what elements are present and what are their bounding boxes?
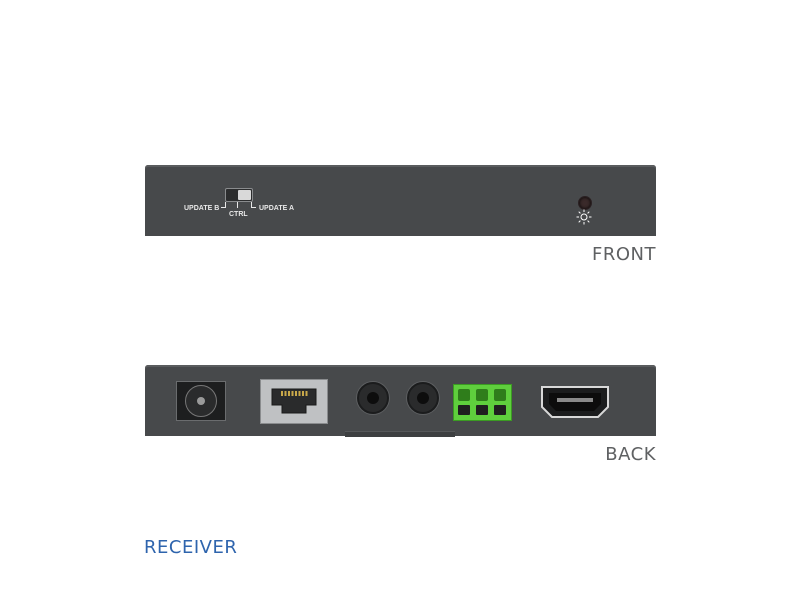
front-panel: UPDATE B CTRL UPDATE A bbox=[145, 165, 656, 236]
dc-power-jack[interactable] bbox=[176, 381, 226, 421]
device-title: RECEIVER bbox=[144, 537, 238, 558]
hdmi-port[interactable] bbox=[540, 385, 610, 419]
switch-bracket-center bbox=[237, 202, 238, 208]
ctrl-label: CTRL bbox=[229, 211, 248, 218]
switch-bracket-right bbox=[251, 202, 256, 208]
audio-jack-1[interactable] bbox=[357, 382, 389, 414]
terminal-screw bbox=[494, 389, 506, 401]
terminal-screw bbox=[458, 389, 470, 401]
switch-bracket-left bbox=[221, 202, 226, 208]
back-view-label: BACK bbox=[605, 444, 656, 465]
terminal-block[interactable] bbox=[453, 384, 512, 421]
update-a-label: UPDATE A bbox=[259, 205, 294, 212]
sun-icon bbox=[576, 209, 592, 225]
audio-jack-hole bbox=[417, 392, 429, 404]
rj45-port[interactable] bbox=[260, 379, 328, 424]
rj45-slot-icon bbox=[271, 388, 317, 414]
terminal-hole bbox=[494, 405, 506, 415]
ctrl-switch-knob[interactable] bbox=[238, 190, 251, 200]
dc-jack-ring bbox=[185, 385, 217, 417]
status-led bbox=[578, 196, 592, 210]
ctrl-switch[interactable] bbox=[225, 188, 253, 202]
dc-jack-pin bbox=[197, 397, 205, 405]
mounting-rail bbox=[345, 431, 455, 437]
update-b-label: UPDATE B bbox=[184, 205, 220, 212]
back-panel bbox=[145, 365, 656, 437]
audio-jack-2[interactable] bbox=[407, 382, 439, 414]
front-view-label: FRONT bbox=[592, 244, 656, 265]
terminal-hole bbox=[476, 405, 488, 415]
terminal-hole bbox=[458, 405, 470, 415]
audio-jack-hole bbox=[367, 392, 379, 404]
terminal-screw bbox=[476, 389, 488, 401]
